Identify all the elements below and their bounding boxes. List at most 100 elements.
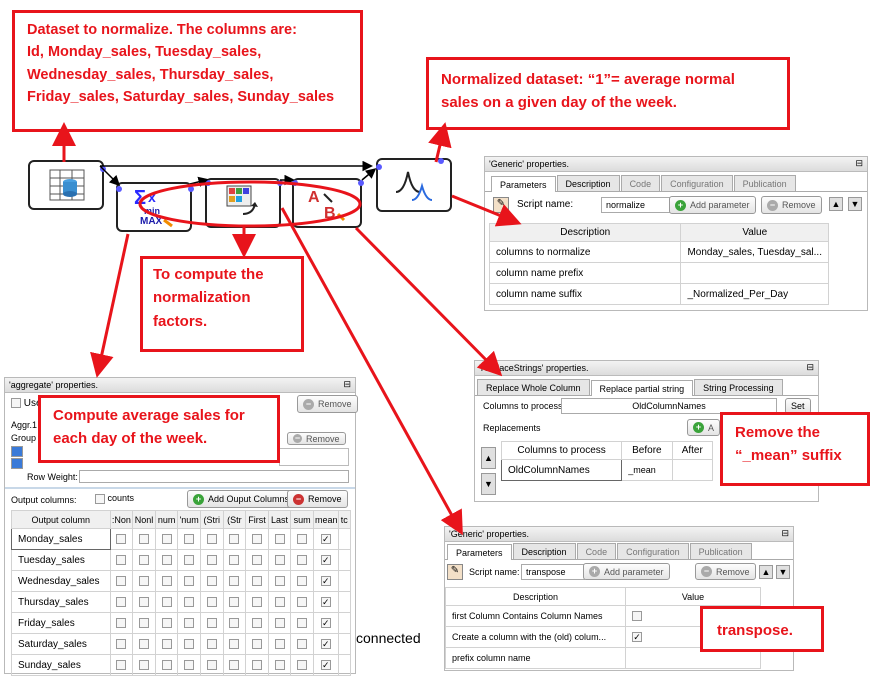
checkbox-icon[interactable] <box>139 618 149 629</box>
remove-group-button[interactable]: −Remove <box>287 432 346 445</box>
aggregate-option-cell[interactable] <box>222 528 247 550</box>
aggregate-option-cell[interactable] <box>290 570 314 592</box>
output-column-name[interactable]: Monday_sales <box>11 528 111 550</box>
checkbox-icon[interactable] <box>206 555 217 566</box>
checkbox-icon[interactable] <box>274 597 285 608</box>
aggregate-option-cell[interactable]: ✓ <box>312 549 339 571</box>
table-row[interactable]: OldColumnNames_mean <box>500 459 714 481</box>
table-row[interactable]: prefix column name <box>445 647 761 669</box>
tab-configuration[interactable]: Configuration <box>661 175 733 191</box>
checkbox-checked-icon[interactable]: ✓ <box>320 576 331 587</box>
move-up-icon[interactable] <box>11 446 23 457</box>
table-row[interactable]: Saturday_sales ✓ <box>11 633 352 655</box>
param-value[interactable] <box>680 262 829 284</box>
aggregate-option-cell[interactable] <box>154 633 179 655</box>
counts-checkbox[interactable]: counts <box>95 493 134 504</box>
aggregate-option-cell[interactable] <box>154 591 179 613</box>
checkbox-icon[interactable] <box>139 639 149 650</box>
replace-strings-node[interactable]: A B <box>292 178 364 228</box>
remove-button[interactable]: −Remove <box>761 196 822 214</box>
aggregate-option-cell[interactable] <box>177 654 201 676</box>
tab-code[interactable]: Code <box>620 175 661 191</box>
checkbox-icon[interactable] <box>184 555 195 566</box>
checkbox-icon[interactable] <box>161 639 172 650</box>
checkbox-icon[interactable] <box>116 660 127 671</box>
group-field[interactable] <box>279 448 349 466</box>
aggregate-option-cell[interactable] <box>245 528 269 550</box>
checkbox-icon[interactable] <box>184 534 195 545</box>
checkbox-icon[interactable] <box>274 555 285 566</box>
move-down-icon[interactable] <box>11 458 23 469</box>
script-icon[interactable]: ✎ <box>447 564 463 580</box>
checkbox-icon[interactable] <box>184 639 195 650</box>
aggregate-option-cell[interactable] <box>267 633 292 655</box>
checkbox-icon[interactable] <box>139 660 149 671</box>
aggregate-option-cell[interactable] <box>109 528 134 550</box>
aggregate-option-cell[interactable] <box>245 549 269 571</box>
add-parameter-button[interactable]: +Add parameter <box>583 563 670 580</box>
checkbox-icon[interactable] <box>251 660 262 671</box>
aggregate-option-cell[interactable] <box>109 570 134 592</box>
aggregate-option-cell[interactable] <box>337 591 352 613</box>
aggregate-option-cell[interactable] <box>109 591 134 613</box>
tab-code[interactable]: Code <box>576 543 617 559</box>
tab-publication[interactable]: Publication <box>689 543 752 559</box>
aggregate-option-cell[interactable] <box>109 633 134 655</box>
checkbox-icon[interactable] <box>251 576 262 587</box>
aggregate-option-cell[interactable] <box>245 591 269 613</box>
columns-to-process-input[interactable]: OldColumnNames <box>561 398 777 414</box>
checkbox-icon[interactable] <box>139 576 149 587</box>
aggregate-option-cell[interactable] <box>267 654 292 676</box>
replace-before-cell[interactable]: _mean <box>621 459 673 481</box>
aggregate-option-cell[interactable] <box>290 591 314 613</box>
aggregate-option-cell[interactable] <box>199 591 224 613</box>
aggregate-option-cell[interactable] <box>267 612 292 634</box>
aggregate-option-cell[interactable] <box>245 570 269 592</box>
checkbox-checked-icon[interactable]: ✓ <box>320 618 331 629</box>
tab-configuration[interactable]: Configuration <box>617 543 689 559</box>
checkbox-icon[interactable] <box>116 534 127 545</box>
checkbox-icon[interactable] <box>251 597 262 608</box>
table-row[interactable]: Friday_sales✓ <box>11 612 352 634</box>
move-down-icon[interactable]: ▼ <box>776 565 790 579</box>
aggregate-option-cell[interactable] <box>267 549 292 571</box>
checkbox-checked-icon[interactable]: ✓ <box>320 534 331 545</box>
table-row[interactable]: column name suffix_Normalized_Per_Day <box>488 283 829 305</box>
checkbox-icon[interactable] <box>229 660 240 671</box>
aggregate-option-cell[interactable] <box>245 633 269 655</box>
checkbox-icon[interactable] <box>297 660 308 671</box>
checkbox-icon[interactable] <box>251 555 262 566</box>
checkbox-icon[interactable] <box>161 618 172 629</box>
checkbox-icon[interactable] <box>206 660 217 671</box>
aggregate-option-cell[interactable] <box>154 549 179 571</box>
checkbox-icon[interactable] <box>229 576 240 587</box>
add-replacement-button[interactable]: +A <box>687 419 721 436</box>
remove-button[interactable]: −Remove <box>695 563 756 580</box>
checkbox-icon[interactable] <box>139 534 149 545</box>
aggregate-option-cell[interactable] <box>177 633 201 655</box>
checkbox-icon[interactable] <box>229 534 240 545</box>
tab-string-processing[interactable]: String Processing <box>694 379 783 395</box>
aggregate-option-cell[interactable] <box>290 654 314 676</box>
checkbox-icon[interactable] <box>116 555 127 566</box>
script-icon[interactable]: ✎ <box>493 197 509 213</box>
aggregate-option-cell[interactable] <box>154 654 179 676</box>
checkbox-checked-icon[interactable]: ✓ <box>320 660 331 671</box>
aggregate-option-cell[interactable] <box>154 612 179 634</box>
aggregate-option-cell[interactable] <box>222 633 247 655</box>
checkbox-icon[interactable] <box>274 618 285 629</box>
checkbox-icon[interactable] <box>206 597 217 608</box>
aggregate-option-cell[interactable] <box>154 570 179 592</box>
move-down-icon[interactable]: ▼ <box>848 197 862 211</box>
table-row[interactable]: Wednesday_sales✓ <box>11 570 352 592</box>
output-column-name[interactable]: Saturday_sales <box>11 633 111 655</box>
aggregate-option-cell[interactable] <box>199 612 224 634</box>
checkbox-icon[interactable] <box>274 660 285 671</box>
checkbox-icon[interactable] <box>297 576 308 587</box>
normalize-node[interactable] <box>376 158 452 212</box>
param-value[interactable]: _Normalized_Per_Day <box>680 283 829 305</box>
aggregate-option-cell[interactable]: ✓ <box>312 633 339 655</box>
param-value[interactable] <box>625 647 761 669</box>
checkbox-icon[interactable] <box>161 555 172 566</box>
pin-icon[interactable]: ⊟ <box>781 528 789 538</box>
